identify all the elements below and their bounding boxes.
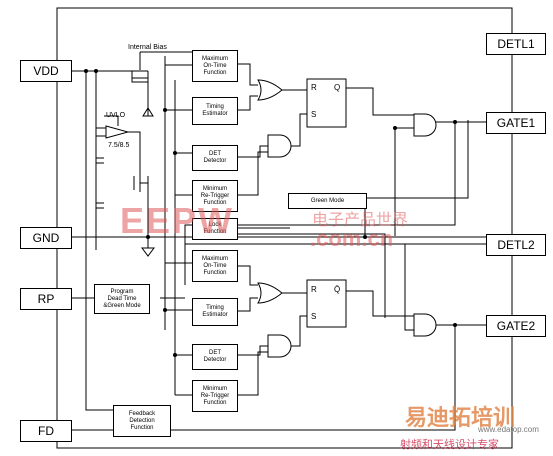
min-retrigger-block-2: Minimum Re-Trigger Function bbox=[192, 380, 238, 412]
pin-detl2: DETL2 bbox=[486, 234, 546, 256]
min-retrigger-block-1: Minimum Re-Trigger Function bbox=[192, 180, 238, 212]
watermark-yidi-sub: 射频和天线设计专家 bbox=[400, 439, 499, 451]
max-on-time-block-2: Maximum On-Time Function bbox=[192, 250, 238, 282]
latch2-s-label: S bbox=[311, 312, 317, 321]
latch1-s-label: S bbox=[311, 110, 317, 119]
pin-gnd: GND bbox=[20, 227, 72, 249]
pin-gate1: GATE1 bbox=[486, 112, 546, 134]
pin-gate1-label: GATE1 bbox=[496, 116, 536, 130]
pin-fd-label: FD bbox=[38, 424, 54, 438]
timing-estimator-block-2: Timing Estimator bbox=[192, 298, 238, 326]
uvlo-levels-label: 7.5/8.5 bbox=[108, 142, 130, 149]
latch2-qbar-label: Q̄ bbox=[334, 285, 341, 294]
pin-fd: FD bbox=[20, 420, 72, 442]
latch1-r-label: R bbox=[311, 83, 317, 92]
pin-detl1-label: DETL1 bbox=[497, 37, 535, 51]
latch2-r-label: R bbox=[311, 285, 317, 294]
pin-gate2: GATE2 bbox=[486, 315, 546, 337]
pin-vdd: VDD bbox=[20, 60, 72, 82]
pin-detl1: DETL1 bbox=[486, 33, 546, 55]
watermark-site: www.edatop.com bbox=[478, 425, 539, 434]
feedback-detection-block: Feedback Detection Function bbox=[113, 405, 171, 437]
watermark-cn-title: 电子产品世界 bbox=[312, 212, 409, 229]
green-mode-block: Green Mode bbox=[288, 193, 367, 209]
pin-vdd-label: VDD bbox=[33, 64, 59, 78]
uvlo-label: UVLO bbox=[106, 112, 126, 119]
watermark-yidi: 易迪拓培训 bbox=[405, 405, 516, 430]
watermark-eepw: EEPW bbox=[120, 200, 235, 241]
latch1-q-label: Q bbox=[334, 83, 341, 92]
pin-gate2-label: GATE2 bbox=[496, 319, 536, 333]
det-detector-block-2: DET Detector bbox=[192, 344, 238, 370]
watermark-com-cn: .com.cn bbox=[310, 226, 394, 251]
pin-rp: RP bbox=[20, 288, 72, 310]
pin-gnd-label: GND bbox=[32, 231, 60, 245]
det-detector-block-1: DET Detector bbox=[192, 145, 238, 171]
timing-estimator-block-1: Timing Estimator bbox=[192, 97, 238, 125]
pin-detl2-label: DETL2 bbox=[497, 238, 535, 252]
internal-bias-label: Internal Bias bbox=[128, 44, 167, 51]
pin-rp-label: RP bbox=[37, 292, 55, 306]
max-on-time-block-1: Maximum On-Time Function bbox=[192, 50, 238, 82]
lock-function-block: Lock Function bbox=[192, 218, 238, 240]
program-dead-time-block: Program Dead Time &Green Mode bbox=[94, 284, 150, 314]
